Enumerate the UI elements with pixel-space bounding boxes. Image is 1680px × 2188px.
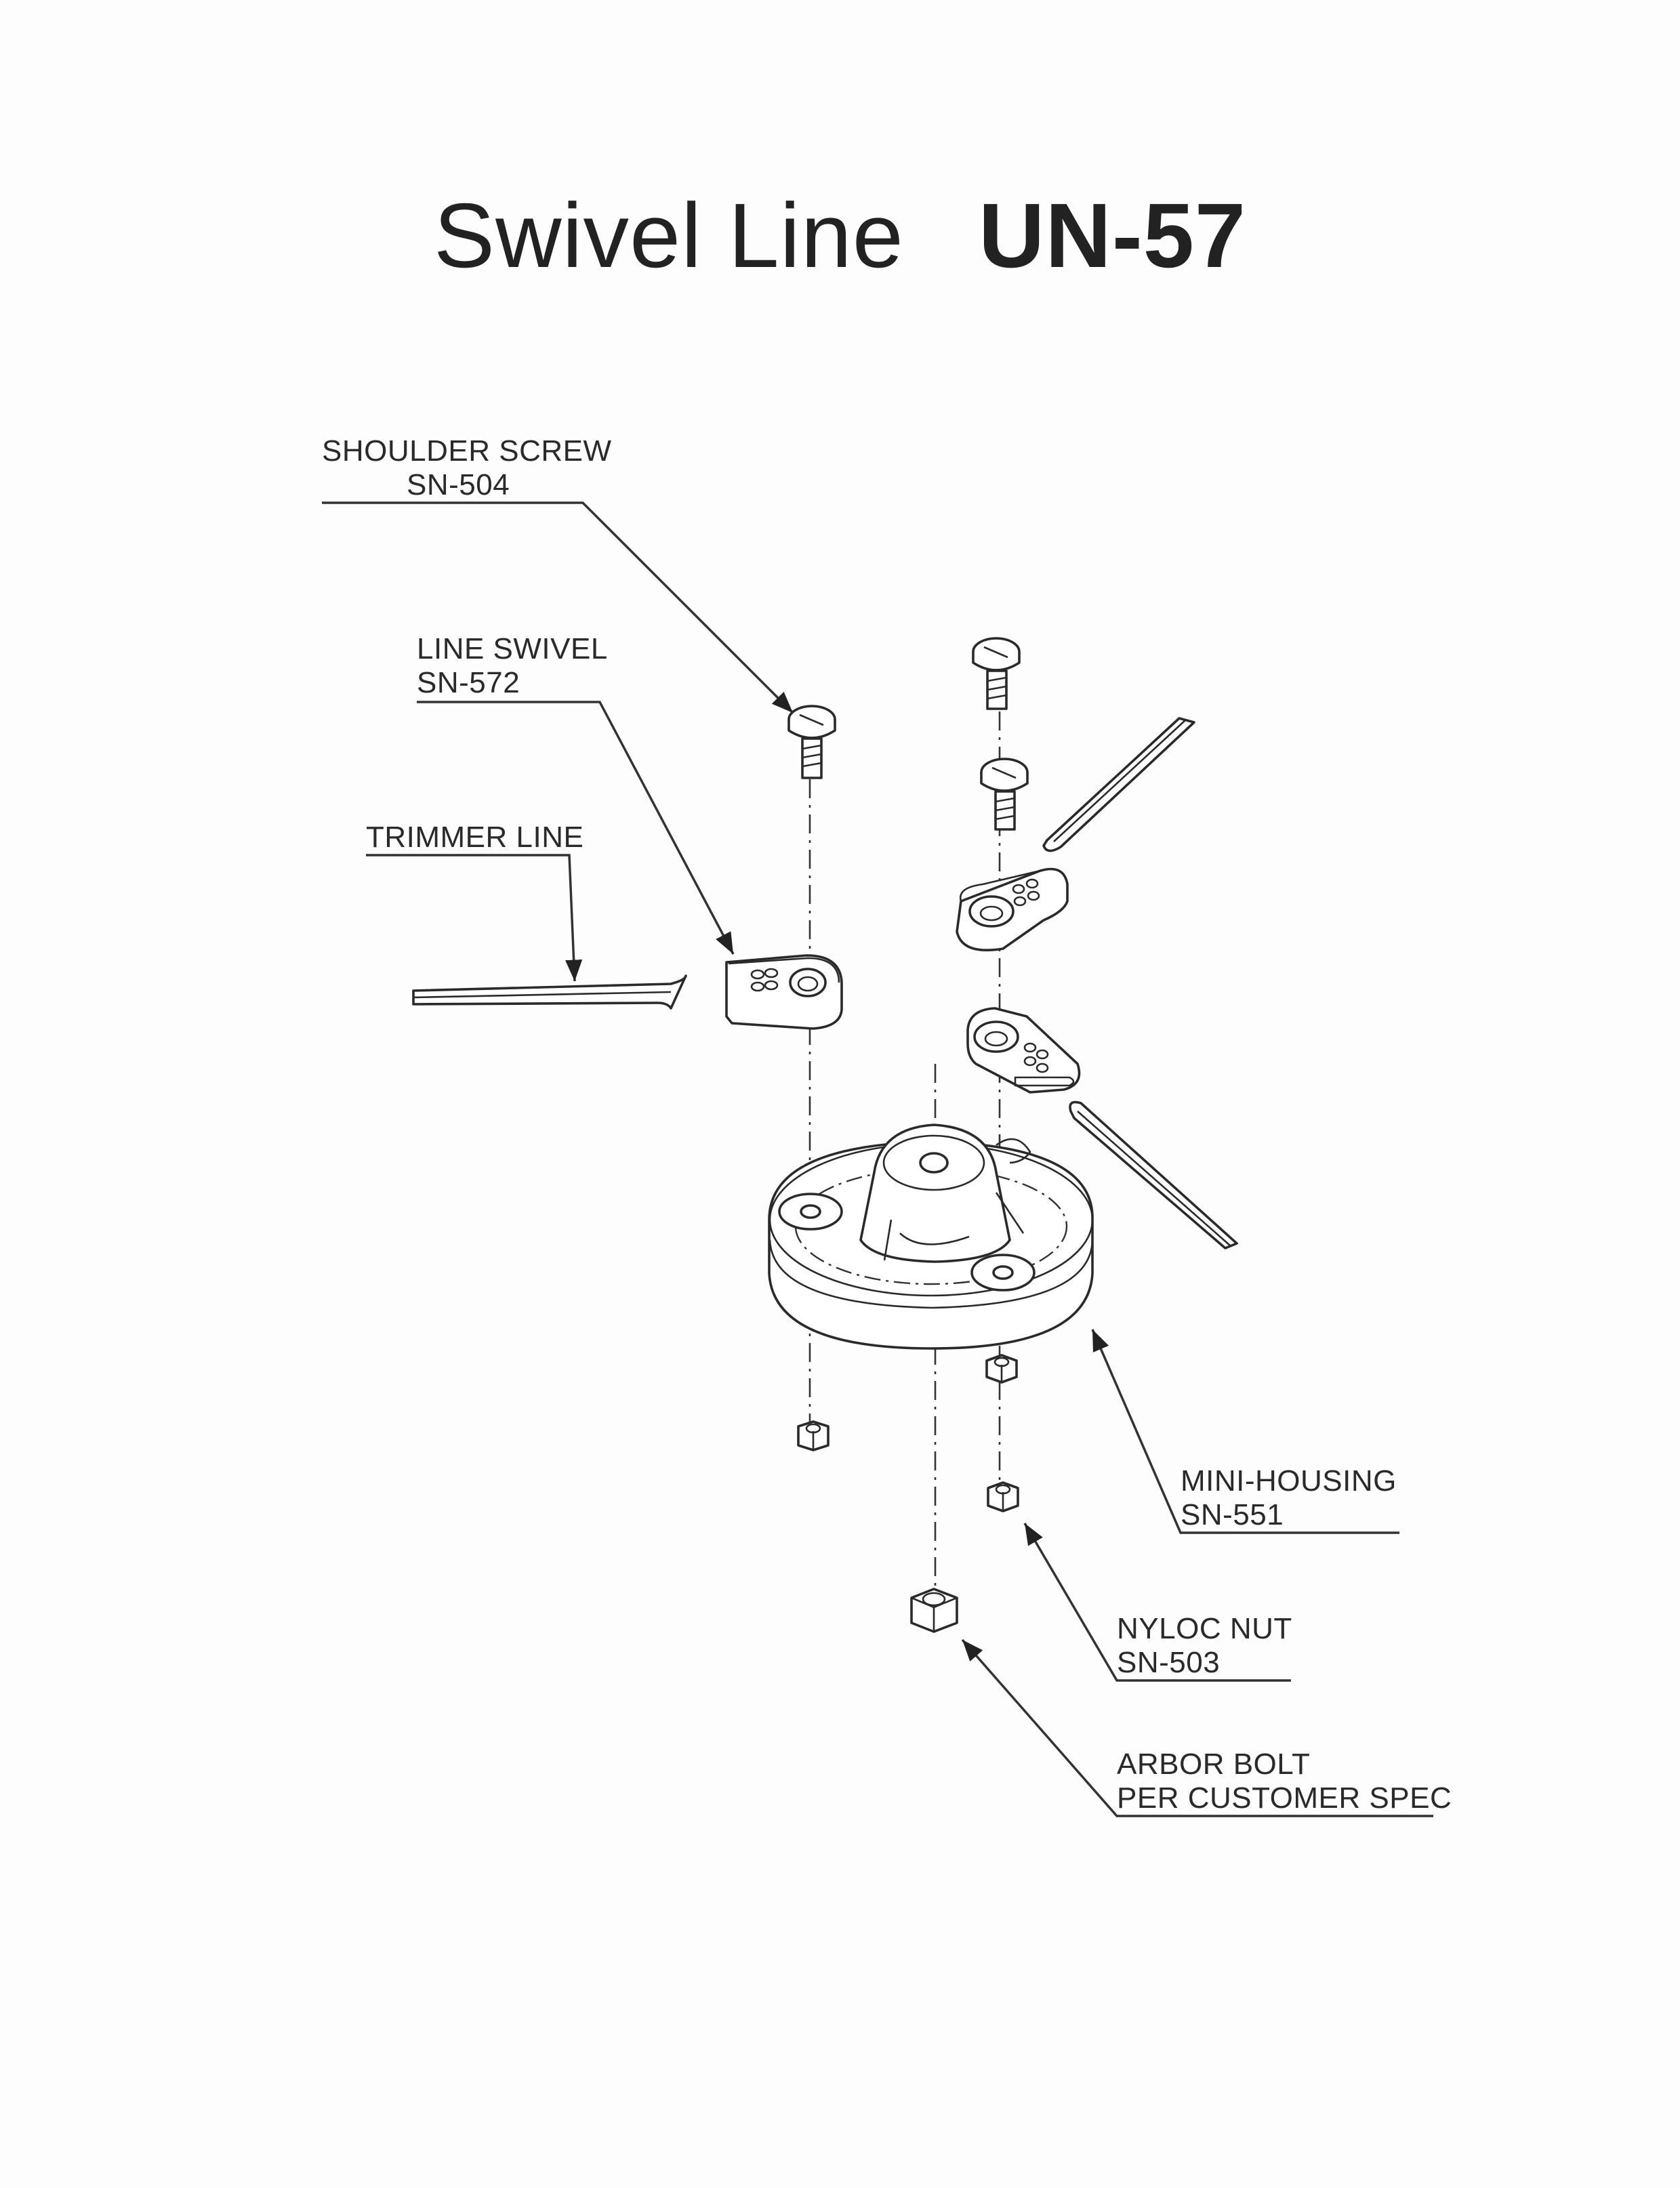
line-swivel-leader	[417, 701, 735, 955]
shoulder-screw-label: SHOULDER SCREW	[322, 434, 612, 468]
nyloc-nut-label: NYLOC NUT	[1117, 1612, 1292, 1645]
line-swivel-right-upper	[956, 867, 1069, 951]
callout-shoulder-screw: SHOULDER SCREW SN-504	[322, 434, 794, 714]
nyloc-nut-part-number: SN-503	[1117, 1646, 1220, 1679]
callout-nyloc-nut: NYLOC NUT SN-503	[1023, 1523, 1292, 1682]
callout-line-swivel: LINE SWIVEL SN-572	[417, 632, 735, 955]
arbor-bolt-spec: PER CUSTOMER SPEC	[1117, 1781, 1452, 1815]
line-swivel-right-lower	[966, 1007, 1081, 1094]
callout-arbor-bolt: ARBOR BOLT PER CUSTOMER SPEC	[961, 1638, 1452, 1817]
nyloc-nut-leader	[1023, 1523, 1291, 1682]
mini-housing	[768, 1123, 1094, 1350]
nyloc-nut-right-lower	[987, 1481, 1019, 1512]
title-product-name: Swivel Line	[434, 184, 904, 287]
trimmer-line-leader	[366, 854, 583, 982]
callout-mini-housing: MINI-HOUSING SN-551	[1091, 1329, 1399, 1534]
shoulder-screw-leader	[322, 501, 794, 714]
arbor-nut	[910, 1588, 958, 1633]
shoulder-screw-left	[787, 705, 836, 779]
shoulder-screw-part-number: SN-504	[407, 468, 510, 501]
arbor-bolt-label: ARBOR BOLT	[1117, 1748, 1310, 1781]
shoulder-screw-right-top	[972, 637, 1021, 710]
trimmer-line-right-lower	[1069, 1100, 1238, 1250]
trimmer-line-left	[412, 974, 687, 1010]
mini-housing-leader	[1091, 1329, 1399, 1534]
title-model-number: UN-57	[978, 184, 1246, 287]
mini-housing-label: MINI-HOUSING	[1181, 1464, 1397, 1498]
mini-housing-part-number: SN-551	[1181, 1498, 1284, 1531]
line-swivel-label: LINE SWIVEL	[417, 632, 608, 665]
nyloc-nut-right-upper	[985, 1354, 1018, 1384]
page-title: Swivel Line UN-57	[0, 183, 1680, 288]
line-swivel-left	[725, 954, 843, 1030]
trimmer-line-right-upper	[1042, 717, 1195, 852]
arbor-bolt-leader	[961, 1638, 1433, 1817]
nyloc-nut-left	[797, 1420, 829, 1451]
trimmer-line-label: TRIMMER LINE	[366, 821, 583, 854]
shoulder-screw-right-lower	[980, 758, 1029, 831]
line-swivel-part-number: SN-572	[417, 666, 520, 699]
callout-trimmer-line: TRIMMER LINE	[366, 821, 583, 982]
